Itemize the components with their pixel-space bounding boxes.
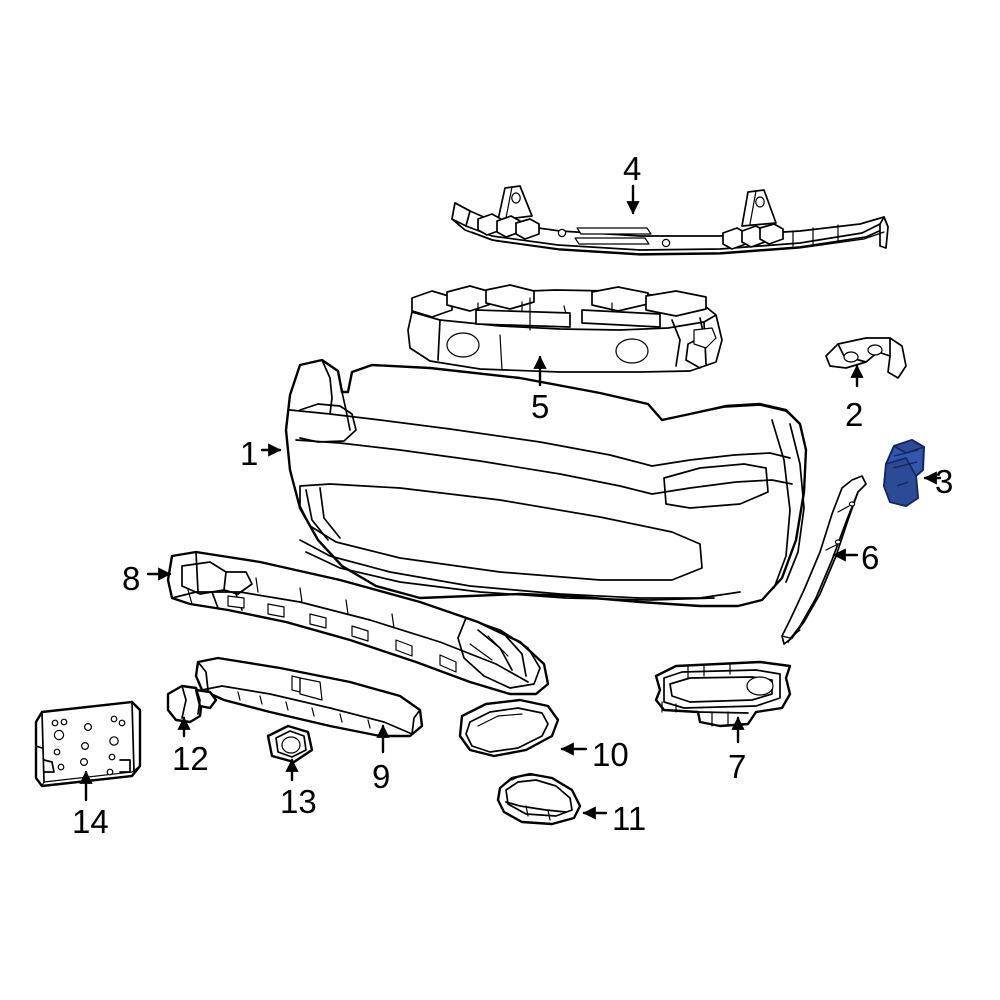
part-13-tow-hook-cover <box>266 724 314 764</box>
callout-label-10[interactable]: 10 <box>592 736 629 773</box>
callout-label-14[interactable]: 14 <box>72 803 109 840</box>
part-6-side-trim-strip <box>781 475 867 645</box>
callout-label-1[interactable]: 1 <box>240 435 259 472</box>
part-3-retainer-bracket-highlighted <box>883 439 925 507</box>
callout-label-2[interactable]: 2 <box>845 396 864 433</box>
callout-label-11[interactable]: 11 <box>612 800 647 837</box>
part-9-lower-valance <box>194 656 424 738</box>
callout-label-3[interactable]: 3 <box>935 463 954 500</box>
part-8-lower-grille <box>166 550 550 696</box>
callout-label-6[interactable]: 6 <box>861 539 880 576</box>
part-12-retainer-clip <box>166 684 218 724</box>
part-2-bumper-bracket <box>825 337 907 379</box>
callout-label-12[interactable]: 12 <box>172 740 209 777</box>
callout-label-13[interactable]: 13 <box>280 783 317 820</box>
part-7-fog-lamp-bezel <box>654 660 792 728</box>
callout-label-5[interactable]: 5 <box>531 388 550 425</box>
part-14-license-plate-bracket <box>34 700 142 788</box>
part-4-reinforcement-beam <box>451 185 889 256</box>
leader-arrows <box>79 184 942 820</box>
callout-label-4[interactable]: 4 <box>623 150 642 187</box>
part-11-lower-fog-lamp-cover <box>496 772 582 826</box>
callout-label-7[interactable]: 7 <box>728 748 747 785</box>
part-1-bumper-cover <box>284 358 808 608</box>
part-10-fog-lamp-hole-cover <box>458 698 560 758</box>
callout-label-8[interactable]: 8 <box>122 560 141 597</box>
part-5-energy-absorber <box>407 284 723 373</box>
callout-label-9[interactable]: 9 <box>372 758 391 795</box>
